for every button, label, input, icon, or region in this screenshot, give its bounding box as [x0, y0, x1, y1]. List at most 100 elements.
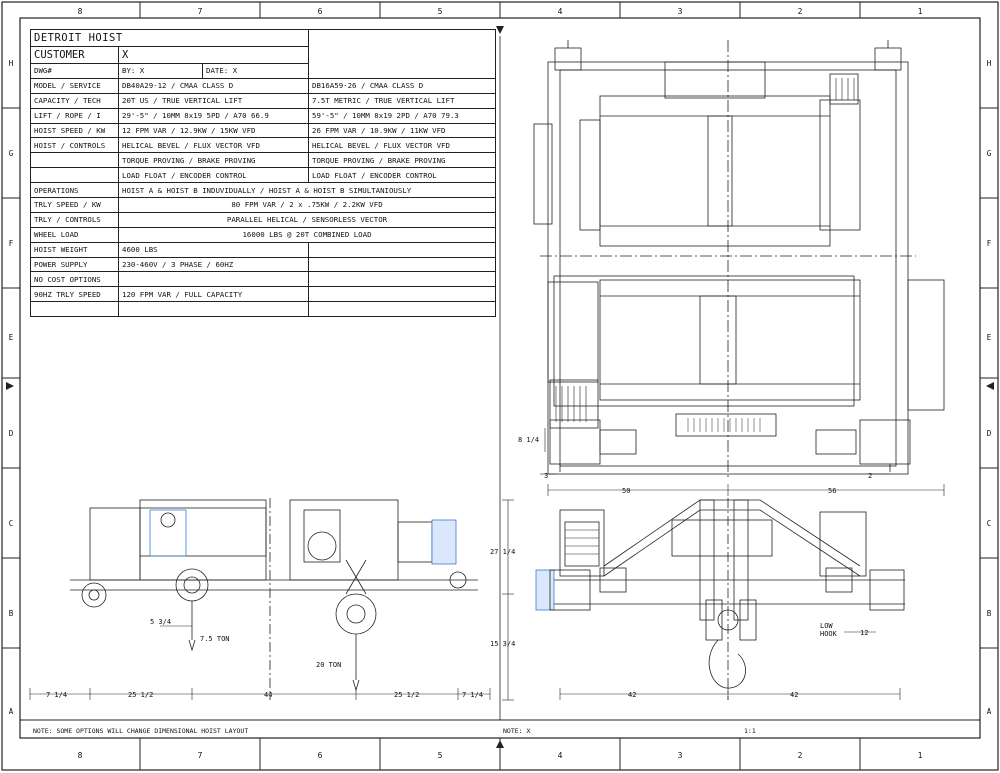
- col-label: 8: [78, 751, 83, 760]
- col-label: 4: [558, 751, 563, 760]
- row-label: D: [987, 429, 992, 438]
- row-label: H: [9, 59, 14, 68]
- blank-row: [30, 301, 497, 318]
- customer-label: CUSTOMER: [30, 46, 119, 64]
- dimension-lines: [29, 428, 945, 701]
- hoist-side-elevation: [535, 498, 905, 700]
- hoist-front-elevation: [70, 498, 478, 700]
- row-label: B: [987, 609, 992, 618]
- row-label: [30, 167, 119, 184]
- dim-15-3-4: 15 3/4: [490, 640, 515, 648]
- dim-42-left: 42: [628, 691, 636, 699]
- span-row: TRLY SPEED / KW 80 FPM VAR / 2 x .75KW /…: [30, 197, 497, 213]
- brand-logo: DETROIT HOIST: [34, 32, 123, 44]
- blank-cell: [308, 256, 497, 273]
- customer-value: X: [117, 46, 310, 64]
- col-label: 1: [918, 751, 923, 760]
- center-arrow-right: [986, 382, 994, 390]
- row-label: G: [9, 149, 14, 158]
- blank-cell: [308, 286, 497, 303]
- hoist-b-value: 59'-5" / 10MM 8x19 2PD / A70 79.3: [308, 107, 497, 124]
- row-label: D: [9, 429, 14, 438]
- label-low: LOW: [820, 622, 833, 630]
- span-value: PARALLEL HELICAL / SENSORLESS VECTOR: [117, 211, 497, 228]
- dwg-label: DWG#: [30, 63, 119, 79]
- note-left: NOTE: SOME OPTIONS WILL CHANGE DIMENSION…: [33, 727, 249, 735]
- row-label: E: [987, 333, 992, 342]
- dim-56: 56: [828, 487, 836, 495]
- spec-table: DETROIT HOIST CUSTOMER X DWG# BY: X DATE…: [29, 29, 497, 318]
- hoist-a-value: 20T US / TRUE VERTICAL LIFT: [117, 92, 310, 109]
- row-label: [30, 152, 119, 169]
- dim-8-1-4: 8 1/4: [518, 436, 539, 444]
- brand-row: DETROIT HOIST: [29, 29, 497, 79]
- span-row: OPERATIONS HOIST A & HOIST B INDUVIDUALL…: [30, 182, 497, 199]
- blank-cell: [308, 29, 497, 79]
- row-label: TRLY SPEED / KW: [30, 197, 119, 213]
- row-label: B: [9, 609, 14, 618]
- col-label: 6: [318, 7, 323, 16]
- tail-row: 90HZ TRLY SPEED 120 FPM VAR / FULL CAPAC…: [30, 286, 497, 303]
- spec-row: MODEL / SERVICE DB40A29-12 / CMAA CLASS …: [30, 77, 497, 94]
- spec-row: CAPACITY / TECH 20T US / TRUE VERTICAL L…: [30, 92, 497, 109]
- hoist-b-value: 26 FPM VAR / 10.9KW / 11KW VFD: [308, 122, 497, 139]
- row-label: E: [9, 333, 14, 342]
- tail-value: [117, 271, 310, 288]
- center-arrow-top: [496, 26, 504, 34]
- span-value: HOIST A & HOIST B INDUVIDUALLY / HOIST A…: [117, 182, 497, 199]
- center-arrow-left: [6, 382, 14, 390]
- customer-row: CUSTOMER X: [30, 46, 496, 64]
- blank-cell: [308, 241, 497, 258]
- hoist-a-value: TORQUE PROVING / BRAKE PROVING: [117, 152, 310, 169]
- hoist-a-value: HELICAL BEVEL / FLUX VECTOR VFD: [117, 137, 310, 154]
- row-label: H: [987, 59, 992, 68]
- row-label: A: [9, 707, 14, 716]
- brand-cell: DETROIT HOIST: [29, 29, 310, 47]
- hoist-b-value: TORQUE PROVING / BRAKE PROVING: [308, 152, 497, 169]
- row-label: POWER SUPPLY: [30, 256, 119, 273]
- row-label: A: [987, 707, 992, 716]
- row-label: HOIST SPEED / KW: [30, 122, 119, 139]
- dim-42-right: 42: [790, 691, 798, 699]
- col-label: 5: [438, 751, 443, 760]
- col-label: 2: [798, 7, 803, 16]
- row-label: C: [987, 519, 992, 528]
- row-label: F: [987, 239, 992, 248]
- by-label: BY: X: [118, 63, 203, 79]
- dim-27-1-4: 27 1/4: [490, 548, 515, 556]
- blank-cell: [117, 301, 310, 318]
- col-label: 6: [318, 751, 323, 760]
- dim-3: 3: [544, 472, 548, 480]
- tail-value: 230-460V / 3 PHASE / 60HZ: [117, 256, 310, 273]
- center-arrow-bottom: [496, 740, 504, 748]
- row-label: OPERATIONS: [30, 182, 119, 199]
- dim-2: 2: [868, 472, 872, 480]
- spec-row: LIFT / ROPE / I 29'-5" / 10MM 8x19 5PD /…: [30, 107, 497, 124]
- col-label: 2: [798, 751, 803, 760]
- label-20-ton: 20 TON: [316, 661, 341, 669]
- row-label: NO COST OPTIONS: [30, 271, 119, 288]
- column-labels: 8 7 6 5 4 3 2 1 8 7 6 5 4 3 2 1: [78, 7, 923, 760]
- dim-50: 50: [622, 487, 630, 495]
- span-row: WHEEL LOAD 16000 LBS @ 20T COMBINED LOAD: [30, 226, 497, 243]
- hoist-b-value: LOAD FLOAT / ENCODER CONTROL: [308, 167, 497, 184]
- row-label: C: [9, 519, 14, 528]
- span-value: 16000 LBS @ 20T COMBINED LOAD: [117, 226, 497, 243]
- dwg-row: DWG# BY: X DATE: X: [30, 63, 496, 79]
- span-value: 80 FPM VAR / 2 x .75KW / 2.2KW VFD: [117, 197, 497, 213]
- row-label: 90HZ TRLY SPEED: [30, 286, 119, 303]
- date-label: DATE: X: [201, 63, 310, 79]
- col-label: 7: [198, 7, 203, 16]
- col-label: 4: [558, 7, 563, 16]
- hoist-a-value: 12 FPM VAR / 12.9KW / 15KW VFD: [117, 122, 310, 139]
- col-label: 3: [678, 751, 683, 760]
- tail-row: NO COST OPTIONS: [30, 271, 497, 288]
- row-label: HOIST WEIGHT: [30, 241, 119, 258]
- spec-row: TORQUE PROVING / BRAKE PROVING TORQUE PR…: [30, 152, 497, 169]
- scale-label: 1:1: [744, 727, 756, 735]
- spec-row: HOIST / CONTROLS HELICAL BEVEL / FLUX VE…: [30, 137, 497, 154]
- hoist-b-value: HELICAL BEVEL / FLUX VECTOR VFD: [308, 137, 497, 154]
- col-label: 7: [198, 751, 203, 760]
